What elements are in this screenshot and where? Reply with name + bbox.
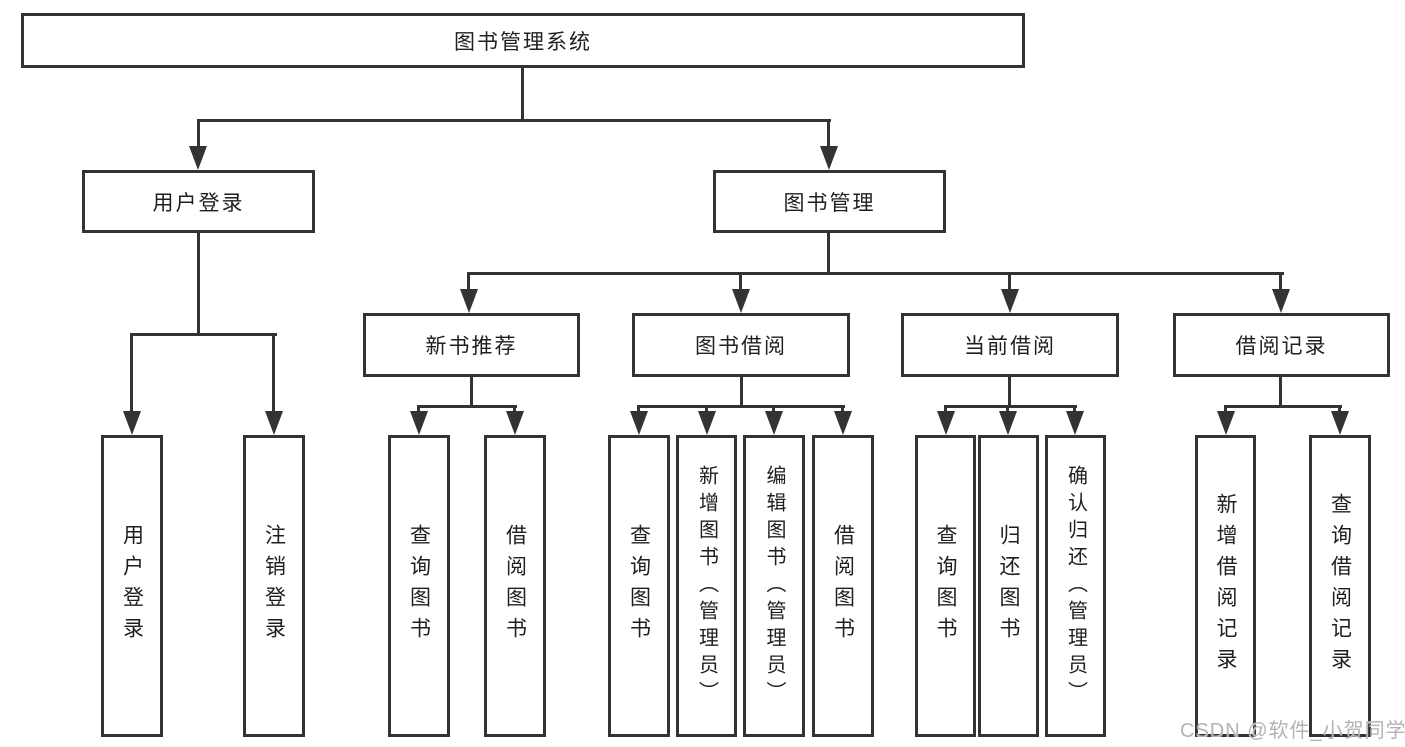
node-borrowing-records-label: 借阅记录 (1235, 335, 1328, 358)
connector-line (513, 405, 516, 415)
leaf-confirm-return-admin-label: 确认归还（管理员） (1064, 464, 1087, 708)
node-book-management: 图书管理 (713, 170, 946, 233)
connector-line (827, 119, 830, 149)
node-new-book-recommendation-label: 新书推荐 (425, 335, 518, 358)
node-book-borrowing-label: 图书借阅 (695, 335, 787, 358)
connector-line (1338, 405, 1341, 415)
connector-line (1006, 405, 1009, 415)
connector-line (1279, 377, 1282, 408)
node-user-login-label: 用户登录 (152, 191, 245, 215)
leaf-add-book-admin: 新增图书（管理员） (676, 435, 737, 737)
arrow-down-icon (1331, 411, 1349, 435)
connector-line (417, 405, 517, 408)
watermark: CSDN @软件_小贺同学 (1180, 720, 1405, 742)
leaf-query-borrow-record: 查询借阅记录 (1309, 435, 1371, 737)
leaf-edit-book-admin: 编辑图书（管理员） (743, 435, 805, 737)
connector-line (417, 405, 420, 415)
leaf-add-borrow-record-label: 新增借阅记录 (1214, 493, 1237, 679)
connector-line (1073, 405, 1076, 415)
arrow-down-icon (999, 411, 1017, 435)
node-current-borrowing-label: 当前借阅 (964, 335, 1056, 358)
node-user-login: 用户登录 (82, 170, 315, 233)
leaf-borrow-books-recommend: 借阅图书 (484, 435, 546, 737)
arrow-down-icon (1001, 289, 1019, 313)
arrow-down-icon (732, 289, 750, 313)
leaf-user-login: 用户登录 (101, 435, 163, 737)
leaf-query-books-borrowing: 查询图书 (608, 435, 670, 737)
arrow-down-icon (265, 411, 283, 435)
arrow-down-icon (410, 411, 428, 435)
arrow-down-icon (765, 411, 783, 435)
node-book-borrowing: 图书借阅 (632, 313, 850, 377)
connector-line (1224, 405, 1342, 408)
leaf-logout-label: 注销登录 (262, 524, 286, 648)
leaf-edit-book-admin-label: 编辑图书（管理员） (763, 464, 785, 708)
leaf-add-borrow-record: 新增借阅记录 (1195, 435, 1256, 737)
node-library-system: 图书管理系统 (21, 13, 1025, 68)
leaf-borrow-books-borrowing: 借阅图书 (812, 435, 874, 737)
connector-line (521, 68, 524, 120)
node-current-borrowing: 当前借阅 (901, 313, 1119, 377)
connector-line (1008, 272, 1011, 292)
connector-line (470, 377, 473, 408)
arrow-down-icon (506, 411, 524, 435)
leaf-query-books-recommend: 查询图书 (388, 435, 450, 737)
node-borrowing-records: 借阅记录 (1173, 313, 1390, 377)
connector-line (1279, 272, 1282, 292)
connector-line (130, 333, 277, 336)
leaf-query-books-borrowing-label: 查询图书 (627, 524, 651, 648)
leaf-query-books-recommend-label: 查询图书 (407, 524, 431, 648)
leaf-return-books: 归还图书 (978, 435, 1039, 737)
arrow-down-icon (460, 289, 478, 313)
arrow-down-icon (834, 411, 852, 435)
leaf-logout: 注销登录 (243, 435, 305, 737)
arrow-down-icon (1272, 289, 1290, 313)
node-library-system-label: 图书管理系统 (454, 30, 592, 54)
leaf-add-book-admin-label: 新增图书（管理员） (695, 464, 718, 708)
leaf-borrow-books-borrowing-label: 借阅图书 (831, 524, 855, 648)
leaf-query-books-current: 查询图书 (915, 435, 976, 737)
leaf-return-books-label: 归还图书 (997, 524, 1020, 648)
node-new-book-recommendation: 新书推荐 (363, 313, 580, 377)
arrow-down-icon (1217, 411, 1235, 435)
arrow-down-icon (1066, 411, 1084, 435)
connector-line (1224, 405, 1227, 415)
connector-line (272, 333, 275, 415)
connector-line (637, 405, 640, 415)
connector-line (130, 333, 133, 415)
connector-line (1008, 377, 1011, 408)
leaf-confirm-return-admin: 确认归还（管理员） (1045, 435, 1106, 737)
arrow-down-icon (189, 146, 207, 170)
connector-line (772, 405, 775, 415)
connector-line (739, 272, 742, 292)
arrow-down-icon (937, 411, 955, 435)
leaf-user-login-label: 用户登录 (120, 524, 144, 648)
connector-line (841, 405, 844, 415)
arrow-down-icon (630, 411, 648, 435)
connector-line (197, 119, 831, 122)
node-book-management-label: 图书管理 (783, 191, 876, 215)
connector-line (197, 233, 200, 336)
connector-line (467, 272, 1284, 275)
arrow-down-icon (698, 411, 716, 435)
arrow-down-icon (123, 411, 141, 435)
arrow-down-icon (820, 146, 838, 170)
leaf-query-books-current-label: 查询图书 (934, 524, 957, 648)
connector-line (197, 119, 200, 149)
connector-line (827, 233, 830, 275)
leaf-query-borrow-record-label: 查询借阅记录 (1328, 493, 1352, 679)
leaf-borrow-books-recommend-label: 借阅图书 (503, 524, 527, 648)
connector-line (637, 405, 845, 408)
connector-line (467, 272, 470, 292)
connector-line (944, 405, 947, 415)
connector-line (705, 405, 708, 415)
connector-line (944, 405, 1077, 408)
connector-line (740, 377, 743, 408)
